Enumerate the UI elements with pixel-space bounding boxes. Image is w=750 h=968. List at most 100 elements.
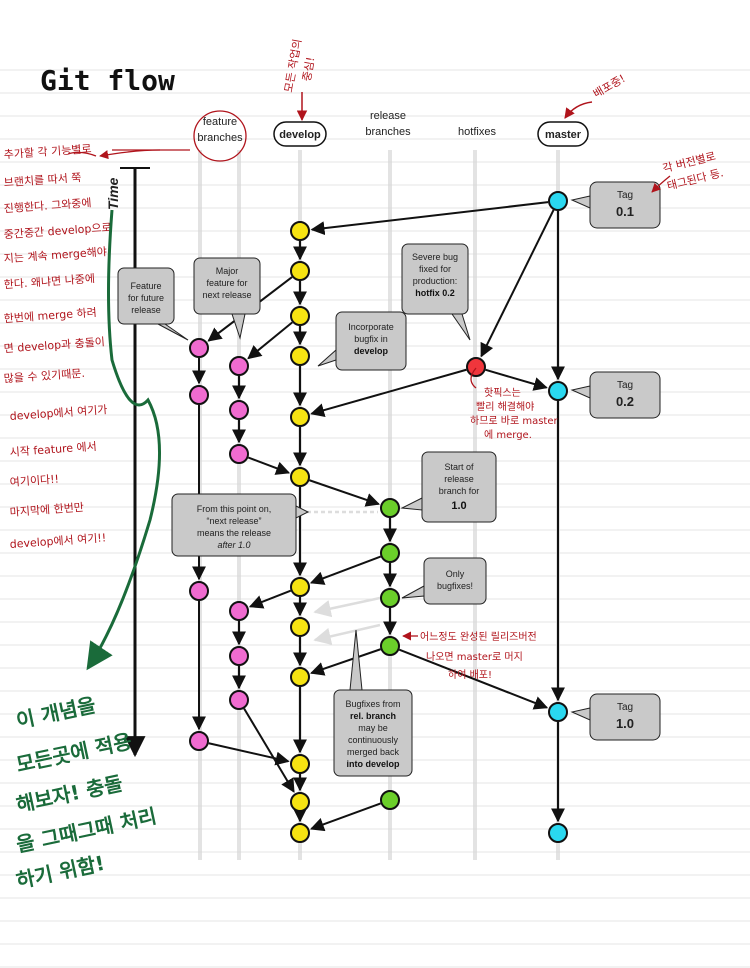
- develop-commit-node: [290, 467, 310, 487]
- develop-commit-node: [290, 261, 310, 281]
- hw-green-line: 하기 위함!: [14, 851, 107, 893]
- callout-start-release: Start of release branch for 1.0: [400, 451, 497, 523]
- note-text: bugfix in: [354, 334, 388, 344]
- develop-commit-node: [290, 221, 310, 241]
- tag-1-0: Tag 1.0: [570, 693, 661, 741]
- header-release-line1: release: [370, 110, 406, 122]
- hw-hotfix-line: 하므로 바로 master: [470, 414, 559, 427]
- hw-left-line: 한번에 merge 하려: [3, 305, 97, 325]
- hw-green-line: 이 개념을: [14, 693, 98, 733]
- note-text: production:: [413, 276, 458, 286]
- hw-hotfix-line: 핫픽스는: [484, 387, 521, 399]
- edge-m1-h1: [480, 209, 555, 358]
- note-text: release: [131, 305, 161, 315]
- note-text: “next release”: [206, 516, 261, 526]
- callout-feature-future: Feature for future release: [117, 267, 189, 341]
- hw-left-line: develop에서 여기!!: [9, 531, 106, 551]
- note-text: Severe bug: [412, 252, 458, 262]
- hw-master: 배포중!: [591, 72, 628, 101]
- hw-left-line: 면 develop과 충돌이: [3, 335, 105, 355]
- hw-left-line: 여기이다!!: [9, 473, 59, 489]
- release-commit-node: [380, 543, 400, 563]
- hw-left-line: 시작 feature 에서: [9, 440, 97, 459]
- feature-commit-node: [229, 400, 249, 420]
- note-text: next release: [202, 290, 251, 300]
- edge-g6-d11: [243, 708, 295, 793]
- develop-commit-node: [290, 823, 310, 843]
- hw-release: 어느정도 완성된 릴리즈버전 나오면 master로 머지 하여 배포!: [402, 630, 537, 681]
- hw-green-line: 해보자! 충돌: [14, 771, 125, 817]
- develop-commit-node: [290, 792, 310, 812]
- tag-0-2: Tag 0.2: [570, 371, 661, 419]
- tag-value: 0.2: [616, 394, 634, 409]
- edge-f4-d10: [208, 742, 290, 766]
- note-text: release: [444, 474, 474, 484]
- edge-r2-d7: [309, 555, 381, 585]
- edge-m1-d1: [310, 201, 549, 236]
- faded-arrows: [307, 510, 381, 645]
- note-text: From this point on,: [197, 504, 272, 514]
- hw-release-line: 하여 배포!: [448, 668, 492, 681]
- develop-commit-node: [290, 306, 310, 326]
- hw-develop-1: 모든 작업의: [282, 38, 304, 94]
- note-text: into develop: [346, 759, 400, 769]
- tag-label: Tag: [617, 190, 633, 201]
- feature-commit-node: [189, 338, 209, 358]
- develop-commit-node: [290, 577, 310, 597]
- edge-r5-d12: [309, 802, 381, 832]
- release-commit-node: [380, 636, 400, 656]
- develop-commit-node: [290, 754, 310, 774]
- commit-nodes: [189, 191, 568, 843]
- hw-release-line: 어느정도 완성된 릴리즈버전: [420, 630, 537, 643]
- hw-release-line: 나오면 master로 머지: [426, 651, 523, 663]
- callout-severe-bug: Severe bug fixed for production: hotfix …: [401, 243, 471, 341]
- feature-commit-node: [229, 444, 249, 464]
- header-feature-line1: feature: [203, 116, 237, 128]
- hw-left-line: 마지막에 한번만: [9, 501, 84, 519]
- header-develop: develop: [279, 129, 321, 141]
- note-text: merged back: [347, 747, 400, 757]
- hw-left-line: develop에서 여기가: [9, 403, 108, 423]
- release-commit-node: [380, 790, 400, 810]
- master-commit-node: [548, 702, 568, 722]
- develop-commit-node: [290, 407, 310, 427]
- note-text: fixed for: [419, 264, 451, 274]
- note-text: feature for: [206, 278, 247, 288]
- header-hotfixes: hotfixes: [458, 126, 496, 138]
- note-text: may be: [358, 723, 388, 733]
- edge-r4-m3: [398, 648, 549, 710]
- tags: Tag 0.1 Tag 0.2 Tag 1.0: [570, 181, 661, 741]
- master-commit-node: [548, 823, 568, 843]
- callout-from-this-point: From this point on, “next release” means…: [171, 493, 310, 557]
- feature-commit-node: [189, 385, 209, 405]
- edge-g3-d6: [248, 456, 291, 475]
- hotfix-commit-node: [466, 357, 486, 377]
- header-release-line2: branches: [365, 126, 411, 138]
- hw-develop-2: 중심!: [300, 56, 317, 83]
- callouts: Feature for future release Major feature…: [117, 243, 497, 777]
- callout-incorporate: Incorporate bugfix in develop: [317, 311, 407, 371]
- feature-commit-node: [229, 601, 249, 621]
- feature-commit-node: [229, 690, 249, 710]
- hw-left-line: 중간중간 develop으로: [3, 221, 112, 242]
- edge-h1-d5: [310, 368, 467, 418]
- hw-hotfix: 핫픽스는 빨리 해결해야 하므로 바로 master 에 merge.: [470, 367, 559, 441]
- release-commit-node: [380, 498, 400, 518]
- edge-h1-m2: [485, 368, 548, 391]
- master-commit-node: [548, 191, 568, 211]
- note-text: 1.0: [451, 500, 466, 512]
- note-text: Major: [216, 266, 239, 276]
- note-text: Feature: [130, 281, 161, 291]
- edge-d3-g1: [247, 321, 293, 360]
- edge-d6-r1: [309, 479, 380, 507]
- column-headers: feature branches develop release branche…: [193, 110, 589, 162]
- time-axis: Time: [105, 167, 150, 758]
- feature-commit-node: [189, 581, 209, 601]
- note-text: rel. branch: [350, 711, 396, 721]
- hw-left-line: 지는 계속 merge해야: [3, 244, 107, 265]
- callout-only-bugfixes: Only bugfixes!: [401, 557, 487, 605]
- develop-commit-node: [290, 617, 310, 637]
